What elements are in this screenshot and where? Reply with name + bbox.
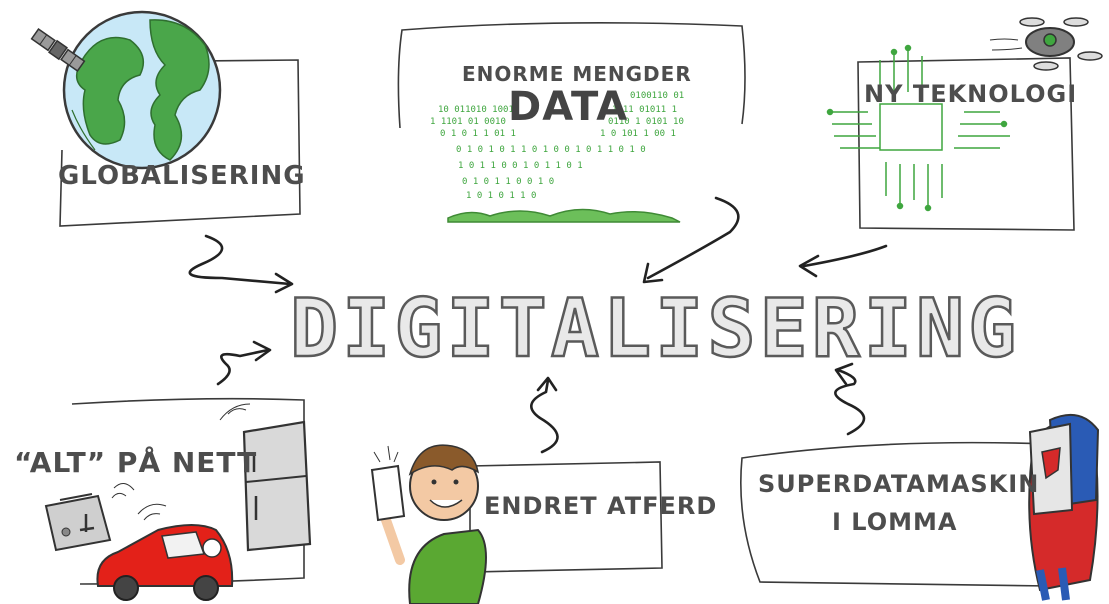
superhero-phone-icon xyxy=(1028,413,1100,601)
arrow-data xyxy=(646,196,740,280)
label-data-line2: DATA xyxy=(508,84,629,130)
arrow-teknologi-head xyxy=(798,254,820,278)
arrows xyxy=(188,196,888,454)
arrow-teknologi xyxy=(802,244,888,268)
label-teknologi: NY TEKNOLOGI xyxy=(864,80,1078,108)
label-superdatamaskin-line2: I LOMMA xyxy=(832,508,958,536)
label-endret-atferd: ENDRET ATFERD xyxy=(484,492,718,520)
svg-text:1 0 101 1 00 1: 1 0 101 1 00 1 xyxy=(600,129,676,139)
arrow-endret-atferd-head xyxy=(536,376,558,392)
svg-text:0 1 0 1 1 0 0 1: 0 1 0 1 1 0 0 1 0 xyxy=(462,177,554,187)
person-selfie-icon xyxy=(370,444,487,604)
svg-text:10 011010 1001: 10 011010 1001 xyxy=(438,105,514,115)
panel-superdatamaskin xyxy=(740,441,1051,587)
toaster-icon xyxy=(44,483,135,552)
svg-text:1 0 1 1 0 0 1 0 1 1: 1 0 1 1 0 0 1 0 1 1 0 1 xyxy=(458,161,583,171)
label-alt-paa-nett: “ALT” PÅ NETT xyxy=(14,446,258,479)
panel-globalisering xyxy=(59,59,301,227)
arrow-globalisering-head xyxy=(274,272,294,294)
circuit-icon xyxy=(826,44,1010,212)
label-data-line1: ENORME MENGDER xyxy=(462,62,692,86)
svg-text:0100110 01: 0100110 01 xyxy=(630,91,684,101)
arrow-data-head xyxy=(642,262,664,284)
arrow-superdatamaskin xyxy=(834,368,866,436)
panel-teknologi xyxy=(857,57,1075,231)
car-icon xyxy=(96,503,234,601)
globe-icon xyxy=(62,10,222,170)
fridge-icon xyxy=(219,403,312,552)
svg-text:0110 1 0101 10: 0110 1 0101 10 xyxy=(608,117,684,127)
panel-data xyxy=(397,22,746,129)
arrow-superdatamaskin-head xyxy=(834,362,854,386)
main-title: DIGITALISERING xyxy=(289,281,1021,377)
svg-text:0 1 0 1 1 01 1: 0 1 0 1 1 01 1 xyxy=(440,129,516,139)
arrow-globalisering xyxy=(188,234,292,286)
label-superdatamaskin-line1: SUPERDATAMASKIN xyxy=(758,470,1040,498)
svg-text:1 0 1 0 1 1: 1 0 1 0 1 1 0 xyxy=(466,191,536,201)
arrow-alt-paa-nett xyxy=(216,348,270,386)
arrow-endret-atferd xyxy=(530,378,559,454)
data-grass xyxy=(447,208,681,223)
label-globalisering: GLOBALISERING xyxy=(58,161,306,191)
satellite-icon xyxy=(30,27,86,73)
binary-data-icon: 10 011010 1001 1 1101 01 0010 0 1 0 1 1 … xyxy=(430,91,684,201)
drone-icon xyxy=(989,17,1103,71)
svg-text:0 1 0 1 0 1 1 0 1 0 0 1 0 1 1: 0 1 0 1 0 1 1 0 1 0 0 1 0 1 1 0 1 0 xyxy=(456,145,646,155)
arrow-alt-paa-nett-head xyxy=(252,340,272,362)
svg-text:1011 01011 1: 1011 01011 1 xyxy=(612,105,677,115)
svg-text:1 1101 01 0010: 1 1101 01 0010 xyxy=(430,117,506,127)
